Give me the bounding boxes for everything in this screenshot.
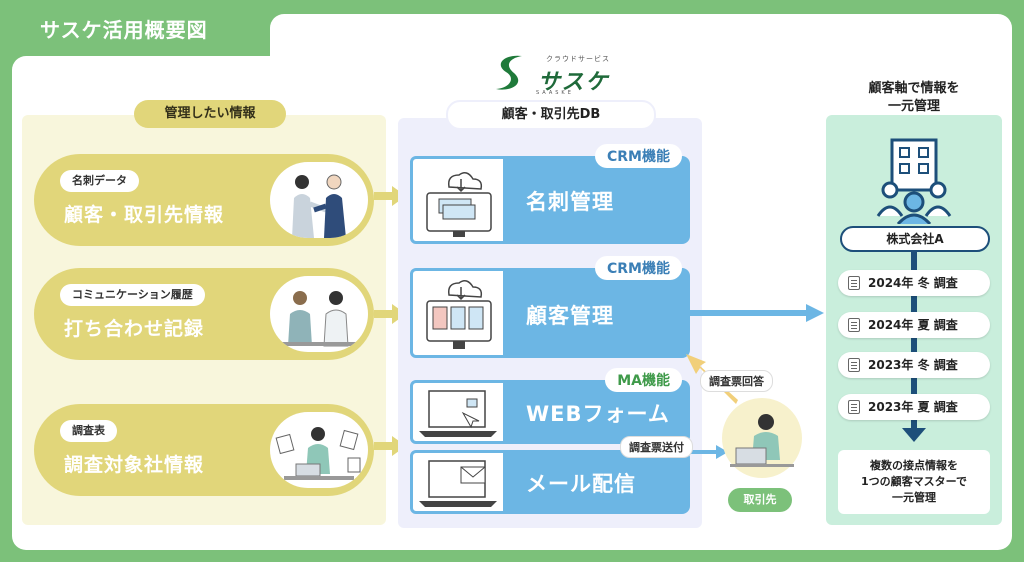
crm-tag: CRM機能 [595,144,682,168]
client-illustration-icon [722,398,802,478]
logo-name: サスケ [538,70,610,95]
function-label: 顧客管理 [526,304,614,328]
ma-tag: MA機能 [605,368,682,392]
company-building-icon [876,138,952,224]
saaske-logo-icon [496,55,522,90]
right-header-line2: 一元管理 [887,99,940,114]
arrow-send-icon [672,445,728,459]
survey-record: 2023年 冬 調査 [838,352,990,378]
info-item-meeting-records: コミュニケーション履歴 打ち合わせ記録 [34,268,374,360]
handshake-illustration-icon [270,162,368,238]
function-business-card: 名刺管理 CRM機能 [410,144,690,244]
client-label: 取引先 [728,488,792,512]
survey-record-label: 2023年 夏 調査 [868,400,958,414]
function-label: 名刺管理 [526,190,614,214]
result-line3: 一元管理 [892,491,936,504]
crm-tag: CRM機能 [595,256,682,280]
cloud-profiles-icon [410,268,506,358]
survey-record: 2024年 冬 調査 [838,270,990,296]
info-item-title: 打ち合わせ記録 [64,318,205,340]
left-panel-header: 管理したい情報 [134,100,286,128]
cloud-cards-icon [410,156,506,244]
right-panel-header: 顧客軸で情報を 一元管理 [826,80,1002,116]
company-badge: 株式会社A [840,226,990,252]
document-icon [848,400,860,414]
function-customer-management: 顧客管理 CRM機能 [410,256,690,358]
document-icon [848,358,860,372]
result-line2: 1つの顧客マスターで [861,475,967,488]
survey-answer-label: 調査票回答 [700,370,773,392]
survey-record-label: 2024年 冬 調査 [868,276,958,290]
result-line1: 複数の接点情報を [870,459,958,472]
middle-panel-header: 顧客・取引先DB [446,100,656,130]
info-item-small-label: コミュニケーション履歴 [60,284,205,306]
info-item-title: 調査対象社情報 [64,454,205,476]
arrow-down-icon [902,428,926,442]
logo-roman: SAASKE [536,90,574,96]
survey-record-label: 2023年 冬 調査 [868,358,958,372]
info-item-title: 顧客・取引先情報 [64,204,225,226]
diagram-canvas-top [270,14,1012,74]
logo-subtitle: クラウドサービス [546,55,610,63]
page-title: サスケ活用概要図 [40,18,208,42]
title-tab [0,0,290,50]
function-mail-delivery: メール配信 [410,450,690,514]
info-item-small-label: 調査表 [60,420,117,442]
function-label: メール配信 [526,472,636,496]
document-icon [848,276,860,290]
right-header-line1: 顧客軸で情報を [868,81,960,96]
info-item-survey-targets: 調査表 調査対象社情報 [34,404,374,496]
mail-laptop-icon [410,450,506,514]
function-web-form: WEBフォーム MA機能 [410,368,690,444]
info-item-business-card: 名刺データ 顧客・取引先情報 [34,154,374,246]
survey-record: 2023年 夏 調査 [838,394,990,420]
function-label: WEBフォーム [526,402,670,426]
survey-record-label: 2024年 夏 調査 [868,318,958,332]
timeline-connector [911,250,917,430]
survey-send-label: 調査票送付 [620,436,693,458]
survey-worker-illustration-icon [270,412,368,488]
arrow-right-icon [690,304,824,322]
document-icon [848,318,860,332]
survey-record: 2024年 夏 調査 [838,312,990,338]
web-form-laptop-icon [410,380,506,444]
info-item-small-label: 名刺データ [60,170,139,192]
result-summary: 複数の接点情報を 1つの顧客マスターで 一元管理 [838,450,990,514]
meeting-illustration-icon [270,276,368,352]
